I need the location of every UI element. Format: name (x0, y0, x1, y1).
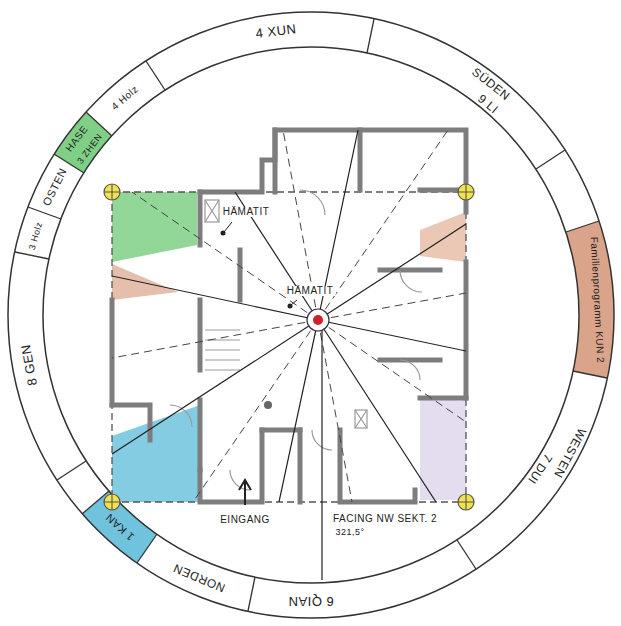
plan-label: HÄMATIT (221, 207, 272, 217)
ring-label: 4 XUN (255, 22, 297, 40)
plan-label: HÄMATIT (285, 286, 336, 296)
ring-label: 6 QIAN (288, 595, 334, 608)
ring-label: OSTEN (41, 166, 69, 207)
plan-label: FACING NW SEKT. 2 (331, 514, 439, 524)
ring-label: 4 Holz (110, 84, 140, 112)
plan-label: 321,5° (333, 528, 366, 537)
ring-label: 3 Holz (28, 221, 45, 251)
ring-label: 7 DUI (526, 452, 555, 486)
ring-label: 8 GEN (19, 343, 39, 386)
plan-label: EINGANG (218, 515, 272, 525)
